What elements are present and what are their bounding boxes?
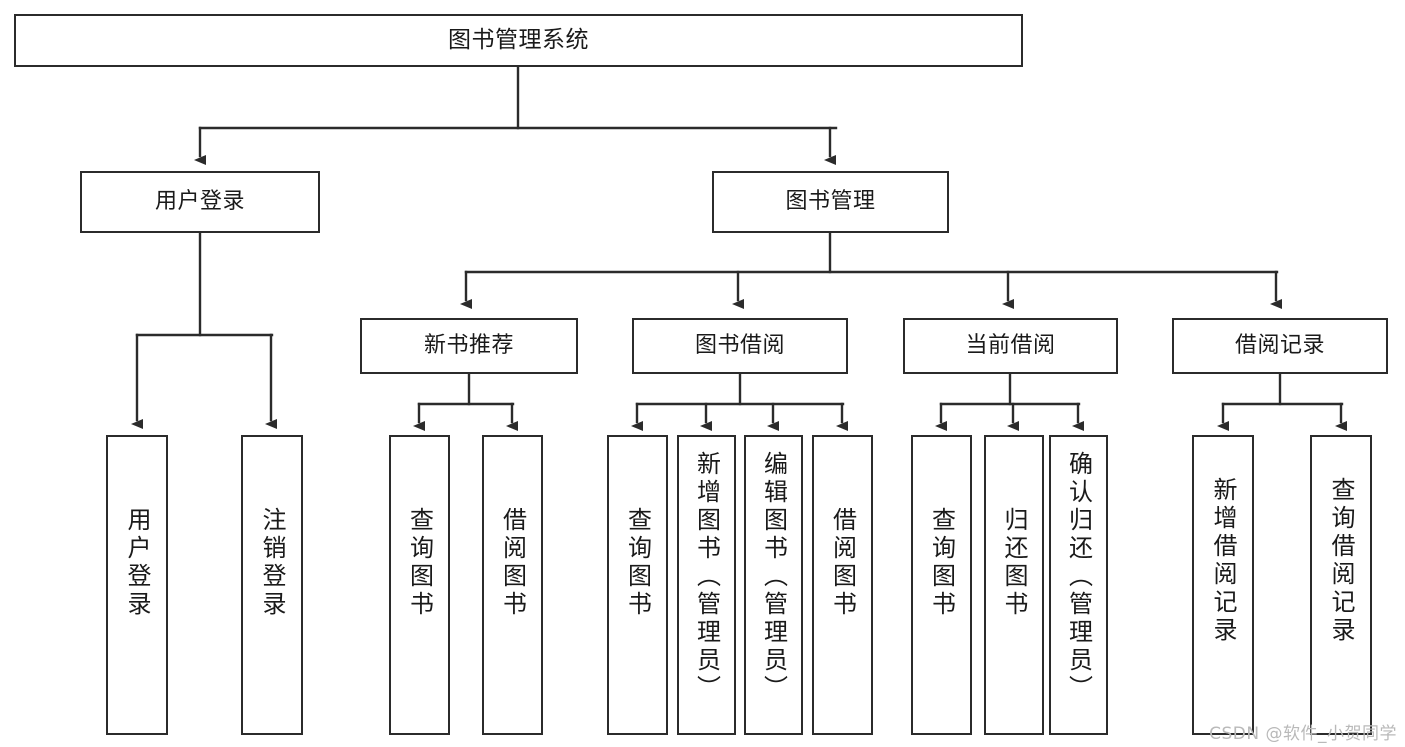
leaf-return-book[interactable]: 归还图书 — [984, 435, 1044, 735]
node-user-login[interactable]: 用户登录 — [80, 171, 320, 233]
node-label: 用户登录 — [123, 507, 151, 619]
node-label: 新书推荐 — [423, 333, 514, 359]
node-label: 查询借阅记录 — [1327, 477, 1355, 645]
leaf-query-borrow-record[interactable]: 查询借阅记录 — [1310, 435, 1372, 735]
node-label: 新增图书（管理员） — [692, 451, 721, 703]
leaf-add-book[interactable]: 新增图书（管理员） — [677, 435, 736, 735]
node-current-borrow[interactable]: 当前借阅 — [903, 318, 1118, 374]
node-label: 借阅图书 — [498, 507, 527, 619]
node-label: 借阅记录 — [1234, 333, 1325, 359]
leaf-query-book-3[interactable]: 查询图书 — [911, 435, 972, 735]
node-book-borrow[interactable]: 图书借阅 — [632, 318, 848, 374]
node-label: 新增借阅记录 — [1209, 477, 1237, 645]
node-label: 编辑图书（管理员） — [759, 451, 788, 703]
node-label: 图书借阅 — [694, 333, 785, 359]
leaf-user-logout[interactable]: 注销登录 — [241, 435, 303, 735]
node-label: 用户登录 — [154, 189, 245, 215]
leaf-add-borrow-record[interactable]: 新增借阅记录 — [1192, 435, 1254, 735]
leaf-edit-book[interactable]: 编辑图书（管理员） — [744, 435, 803, 735]
node-label: 查询图书 — [927, 507, 956, 619]
leaf-borrow-book-2[interactable]: 借阅图书 — [812, 435, 873, 735]
node-borrow-record[interactable]: 借阅记录 — [1172, 318, 1388, 374]
node-new-book-recommend[interactable]: 新书推荐 — [360, 318, 578, 374]
node-label: 注销登录 — [258, 507, 286, 619]
leaf-query-book-2[interactable]: 查询图书 — [607, 435, 668, 735]
node-label: 借阅图书 — [828, 507, 857, 619]
csdn-watermark: CSDN @软件_小贺同学 — [1209, 724, 1397, 744]
node-book-manage[interactable]: 图书管理 — [712, 171, 949, 233]
node-label: 图书管理系统 — [448, 26, 589, 53]
node-label: 当前借阅 — [965, 333, 1056, 359]
leaf-query-book-1[interactable]: 查询图书 — [389, 435, 450, 735]
node-root-system[interactable]: 图书管理系统 — [14, 14, 1023, 67]
leaf-user-login[interactable]: 用户登录 — [106, 435, 168, 735]
node-label: 确认归还（管理员） — [1064, 451, 1093, 703]
leaf-borrow-book-1[interactable]: 借阅图书 — [482, 435, 543, 735]
node-label: 归还图书 — [1000, 507, 1028, 619]
node-label: 图书管理 — [785, 189, 876, 215]
node-label: 查询图书 — [623, 507, 652, 619]
leaf-confirm-return[interactable]: 确认归还（管理员） — [1049, 435, 1108, 735]
node-label: 查询图书 — [405, 507, 434, 619]
